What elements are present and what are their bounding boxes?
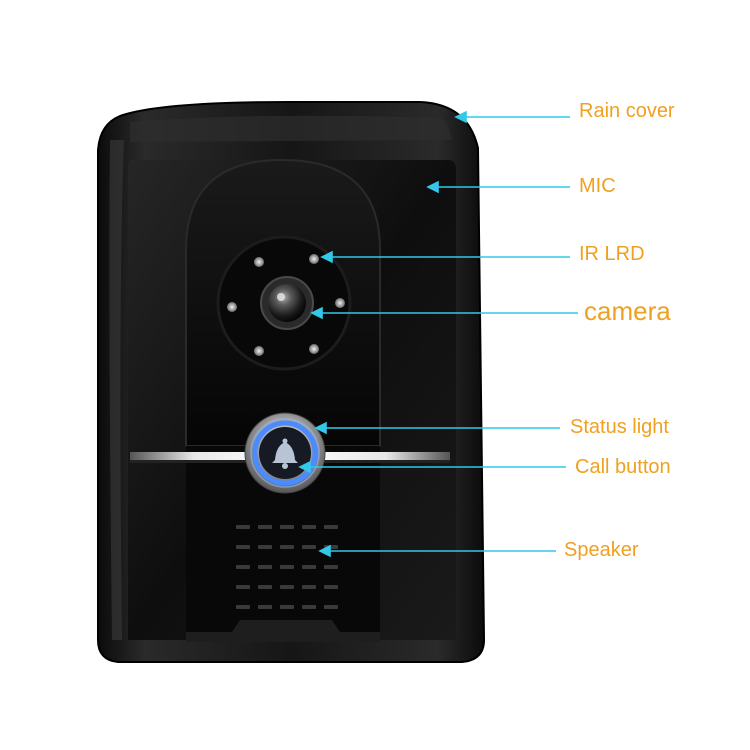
camera-lens <box>268 284 306 322</box>
speaker-grille <box>236 525 338 609</box>
status-light-glow <box>250 418 320 488</box>
top-glare <box>130 115 452 142</box>
callout-arrow-speaker <box>318 544 331 558</box>
label-speaker: Speaker <box>564 539 639 561</box>
callout-arrow-status-light <box>314 421 327 435</box>
bottom-bezel <box>186 620 380 642</box>
ir-led <box>227 302 237 312</box>
label-rain-cover: Rain cover <box>579 100 675 122</box>
bell-icon <box>272 438 298 469</box>
ir-led <box>254 257 264 267</box>
callout-arrow-call-button <box>298 460 311 474</box>
label-mic: MIC <box>579 175 616 197</box>
ir-led <box>254 346 264 356</box>
label-ir-led: IR LRD <box>579 243 645 265</box>
ir-led <box>309 344 319 354</box>
callout-lines <box>298 110 578 558</box>
label-status-light: Status light <box>570 416 669 438</box>
housing-highlight <box>109 140 124 640</box>
status-light-ring <box>252 420 318 486</box>
ir-led <box>335 298 345 308</box>
callout-arrow-mic <box>426 180 439 194</box>
callout-arrow-ir-led <box>320 250 333 264</box>
ir-led <box>309 254 319 264</box>
callout-arrow-camera <box>310 306 323 320</box>
lens-glint <box>277 293 285 301</box>
callout-arrow-rain-cover <box>454 110 467 124</box>
label-camera: camera <box>584 296 671 326</box>
label-call-button: Call button <box>575 456 671 478</box>
